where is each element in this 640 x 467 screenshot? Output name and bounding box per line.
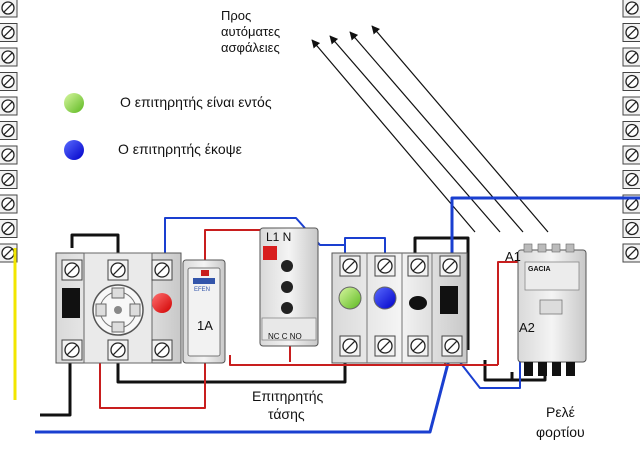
indicator-off-dot: [64, 140, 84, 160]
module-terminal-screw: [339, 255, 361, 277]
green-lamp: [338, 286, 362, 310]
module-terminal-screw: [374, 335, 396, 357]
breakers-label-line3: ασφάλειες: [221, 40, 280, 55]
right-terminal-screw: [622, 0, 640, 18]
monitor-label-line2: τάσης: [268, 406, 305, 422]
right-terminal-screw: [622, 96, 640, 116]
module-terminal-screw: [407, 255, 429, 277]
switch-terminal-screw: [61, 339, 83, 361]
module-terminal-screw: [374, 255, 396, 277]
left-terminal-screw: [0, 72, 18, 91]
switch-terminal-screw: [107, 259, 129, 281]
right-terminal-screw: [622, 170, 640, 189]
module-terminal-screw: [441, 335, 463, 357]
relay-label-line1: Ρελέ: [546, 404, 575, 420]
switch-terminal-screw: [151, 259, 173, 281]
fuse-holder: [182, 259, 226, 364]
switch-terminals: [61, 259, 173, 361]
monitor-bottom-terminals: NC C NO: [268, 332, 302, 341]
contactor-a2: A2: [519, 320, 535, 335]
voltage-monitor: [259, 227, 319, 347]
right-terminal-screw: [622, 219, 640, 238]
left-terminal-screw: [0, 219, 18, 238]
module-terminal-screw: [439, 255, 461, 277]
monitor-top-terminals: L1 N: [266, 230, 292, 244]
legend-off-label: Ο επιτηρητής έκοψε: [118, 141, 242, 157]
fuse-brand: EFEN: [194, 287, 211, 293]
right-terminal-strip: [622, 0, 640, 263]
left-terminal-screw: [0, 23, 18, 42]
left-terminal-strip: [0, 0, 18, 263]
contactor-brand: GACIA: [528, 266, 551, 273]
monitor-label-line1: Επιτηρητής: [252, 388, 324, 404]
left-terminal-screw: [0, 47, 18, 67]
legend-on-label: Ο επιτηρητής είναι εντός: [120, 94, 272, 110]
left-terminal-screw: [0, 0, 18, 18]
right-terminal-screw: [622, 47, 640, 67]
switch-terminal-screw: [61, 259, 83, 281]
left-terminal-screw: [0, 121, 18, 140]
right-terminal-screw: [622, 72, 640, 91]
right-terminal-screw: [622, 243, 640, 263]
switch-terminal-screw: [151, 339, 173, 361]
breaker-arrows: [311, 25, 549, 233]
module-terminals: [339, 255, 463, 357]
right-terminal-screw: [622, 23, 640, 42]
breakers-label-line2: αυτόματες: [221, 24, 281, 39]
red-indicator: [152, 293, 172, 313]
right-terminal-screw: [622, 121, 640, 140]
fuse-rating: 1A: [197, 318, 213, 333]
right-terminal-screw: [622, 145, 640, 165]
left-terminal-screw: [0, 145, 18, 165]
left-terminal-screw: [0, 96, 18, 116]
left-terminal-screw: [0, 194, 18, 214]
contactor-a1: A1: [505, 249, 521, 264]
blue-lamp: [373, 286, 397, 310]
left-terminal-screw: [0, 170, 18, 189]
breakers-label-line1: Προς: [221, 8, 252, 23]
module-terminal-screw: [407, 335, 429, 357]
module-terminal-screw: [339, 335, 361, 357]
indicator-on-dot: [64, 93, 84, 113]
relay-label-line2: φορτίου: [536, 424, 585, 440]
load-contactor: [517, 243, 587, 376]
switch-terminal-screw: [107, 339, 129, 361]
